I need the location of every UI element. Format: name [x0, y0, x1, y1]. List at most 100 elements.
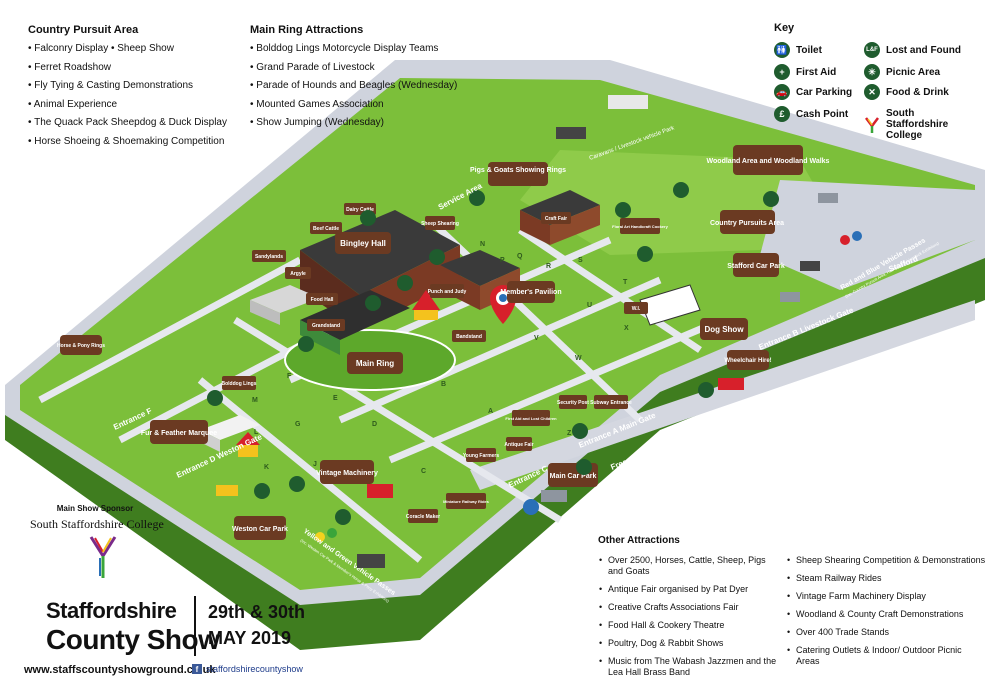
country-pursuit-title: Country Pursuit Area: [28, 24, 139, 36]
sign-weston-car-park-text: Weston Car Park: [232, 526, 288, 533]
map-vehicles: [216, 95, 838, 568]
sign-main-ring-text: Main Ring: [356, 359, 394, 368]
map-facility-icons: [207, 182, 779, 525]
small-sign-argyle: Argyle: [290, 271, 306, 277]
sign-horse-pony-rings-text: Horse & Pony Rings: [57, 343, 105, 349]
small-sign-floral-art: Floral Art Handicraft Cookery: [612, 224, 668, 229]
sign-bingley-hall: Bingley Hall: [335, 232, 391, 254]
sign-wheelchair-hire: Wheelchair Hire!: [724, 350, 772, 370]
grid-letter: N: [480, 241, 485, 248]
key-item-college: South Staffordshire College: [864, 108, 974, 141]
key-item-label: First Aid: [796, 66, 837, 78]
list-item: Fly Tying & Casting Demonstrations: [28, 80, 227, 91]
sponsor-label: Main Show Sponsor: [56, 504, 134, 513]
small-sign-grandstand: Grandstand: [312, 323, 340, 329]
green-pass-dot: [327, 528, 337, 538]
dates-line1: 29th & 30th: [208, 602, 306, 622]
main-ring-title: Main Ring Attractions: [250, 24, 364, 36]
map-edge: [5, 258, 985, 650]
grid-letter: Q: [517, 253, 523, 260]
small-sign-beef-cattle: Beef Cattle: [313, 226, 339, 232]
floral-art-building: [520, 190, 600, 245]
grid-letter: X: [624, 325, 629, 332]
college-logo-icon: [864, 116, 880, 134]
sign-dog-show-text: Dog Show: [704, 325, 744, 334]
small-sign-subway: Subway Entrance: [590, 400, 632, 406]
key-item-label: Food & Drink: [886, 86, 949, 98]
list-item: The Quack Pack Sheepdog & Duck Display: [28, 117, 227, 128]
grid-letter: B: [441, 381, 446, 388]
grid-letter: M: [252, 397, 258, 404]
list-item: Over 2500, Horses, Cattle, Sheep, Pigs a…: [599, 555, 778, 577]
list-item: Food Hall & Cookery Theatre: [599, 620, 778, 631]
list-item: Ferret Roadshow: [28, 62, 227, 73]
list-item: Over 400 Trade Stands: [787, 627, 986, 638]
small-sign-sandylands: Sandylands: [255, 254, 283, 260]
sign-main-ring: Main Ring: [347, 352, 403, 374]
carousel-icon: [236, 432, 260, 457]
main-ring-list: Bolddog Lings Motorcycle Display Teams G…: [250, 43, 457, 136]
facebook-handle: staffordshirecountyshow: [206, 664, 303, 674]
college-logo-icon: [88, 534, 118, 585]
sign-stafford-car-park-text: Stafford Car Park: [727, 263, 785, 270]
small-sign-wi: W.I.: [632, 306, 641, 312]
country-pursuit-list: Falconry Display • Sheep Show Ferret Roa…: [28, 43, 227, 155]
sponsor-block: Main Show Sponsor South Staffordshire Co…: [30, 504, 180, 578]
small-sign-young-farmers: Young Farmers: [463, 453, 500, 459]
list-item: Grand Parade of Livestock: [250, 62, 457, 73]
list-item: Antique Fair organised by Pat Dyer: [599, 584, 778, 595]
other-attractions: Other Attractions Over 2500, Horses, Cat…: [598, 535, 993, 677]
list-item: Vintage Farm Machinery Display: [787, 591, 986, 602]
key-title: Key: [774, 22, 795, 34]
grid-letter: R: [546, 263, 551, 270]
website-link[interactable]: www.staffscountyshowground.co.uk: [24, 664, 216, 676]
list-item: Animal Experience: [28, 99, 227, 110]
sign-pigs-goats-text: Pigs & Goats Showing Rings: [470, 167, 566, 174]
small-sign-bandstand: Bandstand: [456, 334, 482, 340]
sign-country-pursuits-text: Country Pursuits Area: [710, 220, 784, 227]
grid-letter: W: [575, 355, 582, 362]
sign-weston-car-park: Weston Car Park: [232, 516, 288, 540]
yellow-pass-dot: [315, 532, 325, 542]
list-item: Bolddog Lings Motorcycle Display Teams: [250, 43, 457, 54]
other-attractions-col1: Over 2500, Horses, Cattle, Sheep, Pigs a…: [598, 555, 778, 685]
small-sign-miniature-railway: Miniature Railway Rides: [443, 499, 490, 504]
small-sign-coracle: Coracle Maker: [406, 514, 440, 520]
list-item: Creative Crafts Associations Fair: [599, 602, 778, 613]
sign-vintage-machinery-text: Vintage Machinery: [316, 470, 378, 477]
sign-members-pavilion: Member's Pavilion: [500, 281, 562, 303]
key-item-first-aid: + First Aid: [774, 64, 836, 80]
other-attractions-title: Other Attractions: [598, 535, 680, 546]
picnic-icon: ✳: [864, 64, 880, 80]
sign-members-pavilion-text: Member's Pavilion: [500, 289, 561, 296]
sign-stafford-car-park: Stafford Car Park: [727, 253, 785, 277]
dog-show-tent: [639, 284, 701, 326]
list-item: Music from The Wabash Jazzmen and the Le…: [599, 656, 778, 678]
list-item: Catering Outlets & Indoor/ Outdoor Picni…: [787, 645, 986, 667]
key-item-food-drink: ✕ Food & Drink: [864, 84, 949, 100]
facebook-link[interactable]: f staffordshirecountyshow: [192, 664, 303, 674]
main-road: [470, 300, 975, 490]
list-item: Horse Shoeing & Shoemaking Competition: [28, 136, 227, 147]
list-item: Falconry Display • Sheep Show: [28, 43, 227, 54]
key-item-label: Toilet: [796, 44, 822, 56]
key-item-lost-found: L&F Lost and Found: [864, 42, 961, 58]
key-item-car-parking: 🚗 Car Parking: [774, 84, 852, 100]
dates-line2: MAY 2019: [208, 628, 292, 648]
food-hall-building: [250, 285, 320, 325]
sponsor-name: South Staffordshire College: [30, 517, 164, 531]
small-signs: Dairy Cattle Beef Cattle Sheep Shearing …: [222, 203, 669, 523]
circus-tent-icon: [412, 290, 440, 320]
sign-vintage-machinery: Vintage Machinery: [316, 460, 378, 484]
grid-letter: E: [333, 395, 338, 402]
list-item: Show Jumping (Wednesday): [250, 117, 457, 128]
grid-letter: P: [500, 257, 505, 264]
small-sign-craft-fair: Craft Fair: [545, 216, 567, 222]
cash-point-icon: £: [774, 106, 790, 122]
lost-found-icon: L&F: [864, 42, 880, 58]
grid-letter: V: [534, 335, 539, 342]
sign-dog-show: Dog Show: [700, 318, 748, 340]
sign-fur-feather-text: Fur & Feather Marquee: [141, 430, 217, 437]
map-key: Key 🚻 Toilet + First Aid 🚗 Car Parking £…: [770, 22, 990, 142]
